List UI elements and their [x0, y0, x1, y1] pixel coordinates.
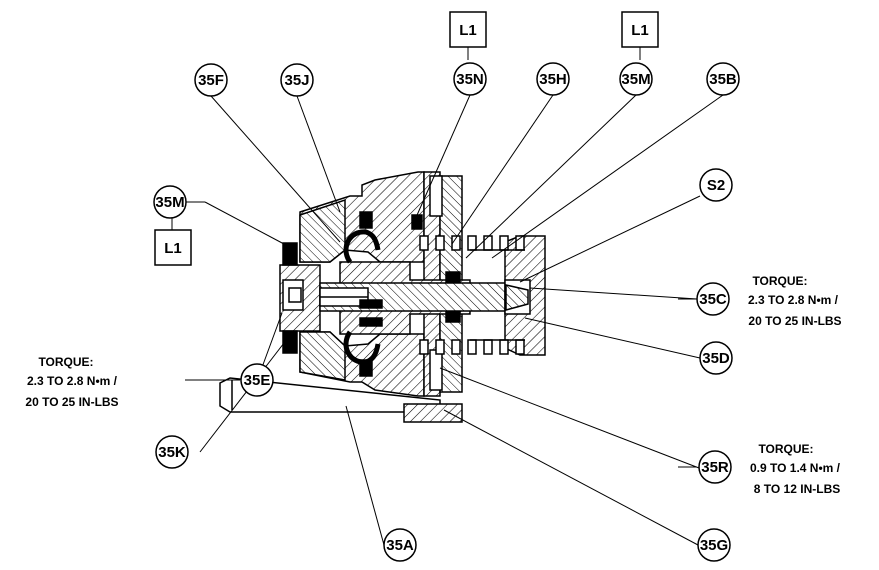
callout-35E: 35E: [244, 372, 271, 389]
callout-35H: 35H: [539, 71, 567, 88]
callout-35G: 35G: [700, 537, 728, 554]
torque-note-35R-line2: 8 TO 12 IN-LBS: [754, 482, 840, 496]
leader-lines: [171, 47, 724, 546]
callout-35F: 35F: [198, 72, 224, 89]
lube-box-35M: L1: [631, 22, 649, 39]
torque-note-35R-title: TORQUE:: [758, 442, 813, 456]
callout-35C: 35C: [699, 291, 727, 308]
torque-note-35E: TORQUE: 2.3 TO 2.8 N•m / 20 TO 25 IN-LBS: [25, 355, 118, 409]
torque-note-35C-line1: 2.3 TO 2.8 N•m /: [748, 293, 839, 307]
torque-note-35C-title: TORQUE:: [752, 274, 807, 288]
torque-note-35E-line1: 2.3 TO 2.8 N•m /: [27, 374, 118, 388]
torque-note-35R-line1: 0.9 TO 1.4 N•m /: [750, 461, 841, 475]
valve-cross-section: [219, 171, 546, 423]
lube-boxes: [154, 11, 659, 266]
torque-note-35E-title: TORQUE:: [38, 355, 93, 369]
callout-S2: S2: [707, 177, 725, 194]
torque-note-35R: TORQUE: 0.9 TO 1.4 N•m / 8 TO 12 IN-LBS: [750, 442, 841, 496]
callout-35A: 35A: [386, 537, 414, 554]
callout-35M-top: 35M: [621, 71, 650, 88]
callout-35B: 35B: [709, 71, 737, 88]
torque-note-35E-line2: 20 TO 25 IN-LBS: [25, 395, 118, 409]
lube-box-left: L1: [164, 240, 182, 257]
callout-35J: 35J: [284, 72, 309, 89]
callout-35M-left: 35M: [155, 194, 184, 211]
callout-35K: 35K: [158, 444, 186, 461]
torque-note-35C: TORQUE: 2.3 TO 2.8 N•m / 20 TO 25 IN-LBS: [748, 274, 842, 328]
callout-35R: 35R: [701, 459, 729, 476]
lube-box-35N: L1: [459, 22, 477, 39]
callout-bubbles: [153, 62, 740, 562]
callout-35D: 35D: [702, 350, 730, 367]
torque-note-35C-line2: 20 TO 25 IN-LBS: [748, 314, 841, 328]
callout-35N: 35N: [456, 71, 484, 88]
